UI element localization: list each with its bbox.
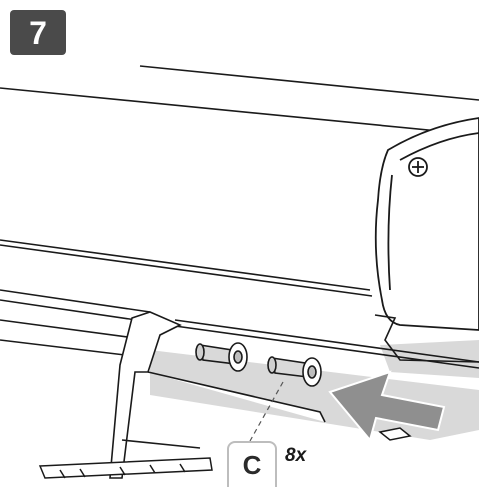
end-cap — [374, 117, 479, 331]
step-number-badge: 7 — [10, 10, 66, 55]
cap-bracket — [374, 314, 479, 363]
base-track — [38, 427, 412, 479]
cassette-housing — [0, 65, 479, 369]
callout-leader — [249, 381, 284, 442]
mounting-profile — [109, 311, 326, 479]
part-label-box: C — [227, 441, 277, 487]
insert-arrow-icon — [328, 370, 446, 443]
screw-head-icon — [408, 157, 428, 177]
bolt-pin-icon — [195, 342, 322, 387]
rail-channel-shade-right — [380, 340, 479, 378]
quantity-label: 8x — [285, 445, 307, 466]
